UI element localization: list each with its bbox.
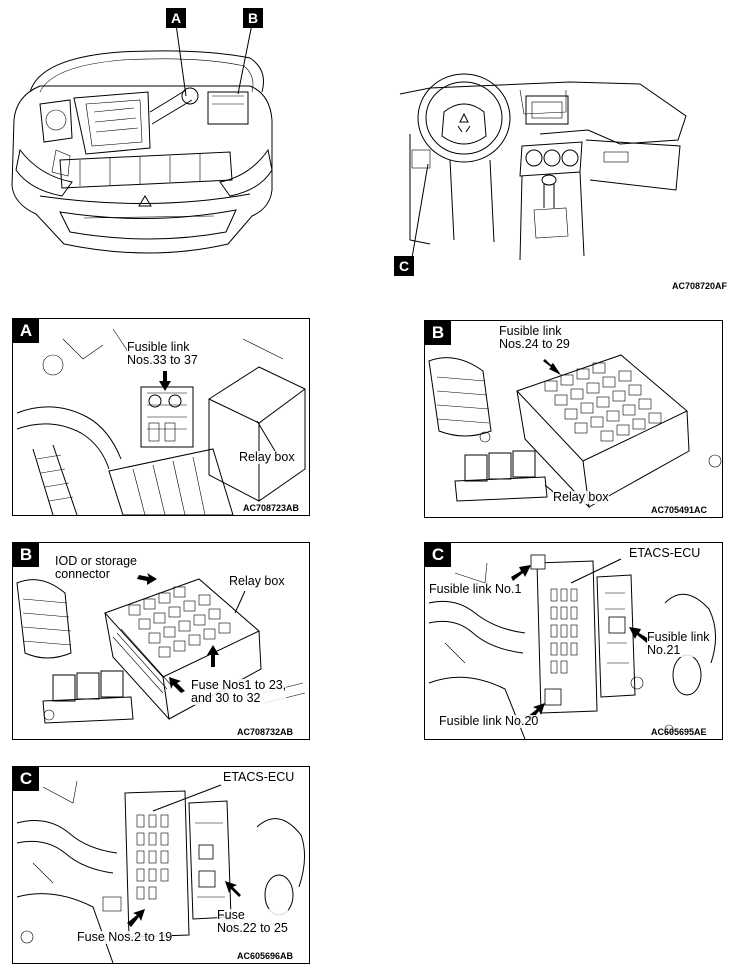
panel-b-lower-iod-label: IOD or storage connector (55, 554, 137, 581)
overview-tag-c: C (394, 256, 414, 276)
panel-b-upper-tag: B (425, 321, 451, 345)
interior-drawing (399, 73, 687, 261)
engine-bay-overview (0, 0, 290, 270)
panel-b-upper-code: AC705491AC (651, 505, 708, 515)
panel-c-lower-fuse-22-25-label: Fuse Nos.22 to 25 (217, 908, 288, 935)
panel-a-relay-box-label: Relay box (239, 450, 295, 464)
panel-a-relay-box: A Fusible link Nos.33 to 37 Relay box AC… (12, 318, 310, 516)
panel-c-lower-tag: C (13, 767, 39, 791)
overview-code: AC708720AF (672, 281, 728, 291)
overview-tag-b: B (243, 8, 263, 28)
panel-b-lower-fuse-label: Fuse Nos1 to 23, and 30 to 32 (191, 678, 287, 705)
panel-c-lower-fuse-2-19-label: Fuse Nos.2 to 19 (77, 930, 173, 944)
overview-tag-a: A (166, 8, 186, 28)
panel-b-upper-fusible-link-label: Fusible link Nos.24 to 29 (499, 324, 570, 351)
panel-b-upper-relay-box-label: Relay box (553, 490, 609, 504)
panel-a-tag: A (13, 319, 39, 343)
panel-b-lower-code: AC708732AB (237, 727, 294, 737)
panel-c-etacs-lower: C ETACS-ECU Fuse Nos.2 to 19 Fuse Nos.22… (12, 766, 310, 964)
panel-c-etacs-upper: C ETACS-ECU Fusible link No.1 Fusible li… (424, 542, 723, 740)
panel-c-upper-tag: C (425, 543, 451, 567)
panel-c-lower-etacs-label: ETACS-ECU (223, 770, 295, 784)
panel-b-relay-box-lower: B IOD or storage connector Relay box Fus… (12, 542, 310, 740)
panel-c-upper-drawing (428, 554, 716, 739)
panel-b-relay-box-upper: B Fusible link Nos.24 to 29 Relay box AC… (424, 320, 723, 518)
panel-b-lower-tag: B (13, 543, 39, 567)
panel-a-drawing (16, 328, 306, 515)
panel-c-upper-etacs-label: ETACS-ECU (629, 546, 701, 560)
interior-overview (390, 60, 720, 280)
panel-b-upper-drawing (428, 354, 722, 509)
panel-c-upper-fl1-label: Fusible link No.1 (429, 582, 522, 596)
panel-b-lower-relay-box-label: Relay box (229, 574, 285, 588)
panel-c-lower-drawing (16, 780, 305, 963)
panel-c-upper-fl20-label: Fusible link No.20 (439, 714, 539, 728)
panel-c-upper-fl21-label: Fusible link No.21 (647, 630, 710, 657)
panel-a-code: AC708723AB (243, 503, 300, 513)
engine-bay-drawing (11, 23, 273, 254)
panel-c-lower-code: AC605696AB (237, 951, 294, 961)
panel-a-fusible-link-label: Fusible link Nos.33 to 37 (127, 340, 198, 367)
panel-c-upper-code: AC605695AE (651, 727, 707, 737)
